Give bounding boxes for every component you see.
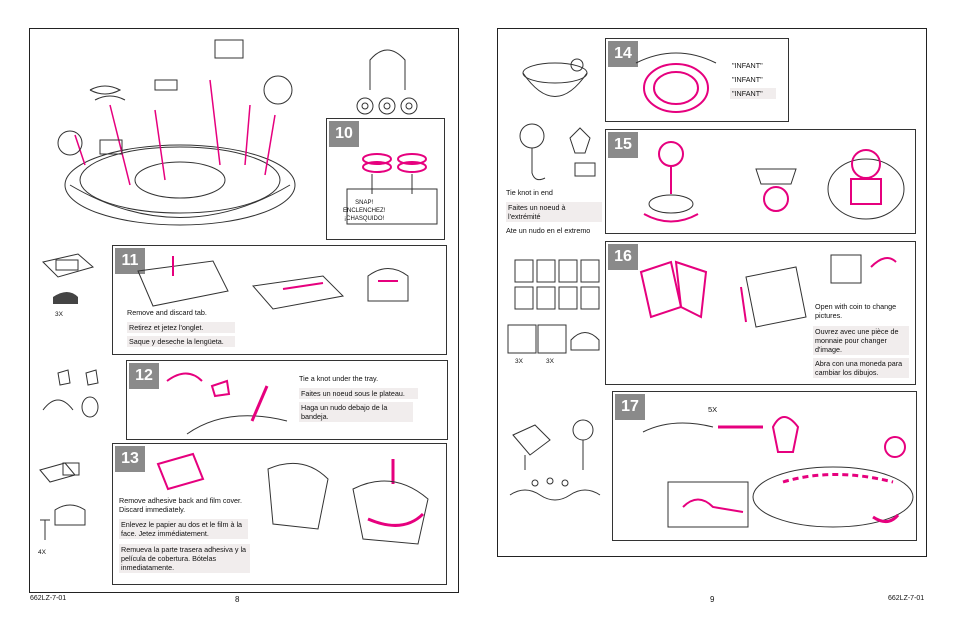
step-13-text-es: Remueva la parte trasera adhesiva y la p… xyxy=(119,544,250,573)
step-number: 14 xyxy=(608,41,638,67)
step-17-panel: 17 5X xyxy=(612,391,917,541)
left-page-number: 8 xyxy=(235,595,240,604)
knot-text-es: Ate un nudo en el extremo xyxy=(506,226,591,235)
knot-text-fr: Faites un noeud à l'extrémité xyxy=(506,202,602,222)
step-14-panel: 14 "INFANT" "INFANT" "INFANT" xyxy=(605,38,789,122)
snap-callout-en: SNAP! xyxy=(355,200,374,206)
qty-3x-a-label: 3X xyxy=(515,358,523,365)
step-12-panel: 12 Tie a knot under the tray. Faites un … xyxy=(126,360,448,440)
step-11-illustration xyxy=(137,256,409,310)
snap-callout-es: ¡CHASQUIDO! xyxy=(344,216,385,222)
picture-cards-illustration xyxy=(507,259,600,354)
right-page-number: 9 xyxy=(710,595,715,604)
step-12-parts-illustration xyxy=(42,369,99,418)
knot-text-en: Tie knot in end xyxy=(506,188,553,197)
step-17-parts-illustration xyxy=(509,419,601,501)
step-13-text-en: Remove adhesive back and film cover. Dis… xyxy=(119,496,243,514)
qty-5x-label: 5X xyxy=(708,405,718,414)
step-14-illustration xyxy=(635,52,717,113)
step-15-panel: 15 xyxy=(605,129,916,234)
step-number: 13 xyxy=(115,446,145,472)
step-11-text-es: Saque y deseche la lengüeta. xyxy=(127,336,235,347)
bowl-illustration xyxy=(522,58,588,97)
snap-callout: SNAP! ENCLENCHEZ! ¡CHASQUIDO! xyxy=(343,199,385,223)
step-12-text-en: Tie a knot under the tray. xyxy=(299,374,379,383)
step-13-parts-illustration xyxy=(39,462,86,540)
step-16-text-en: Open with coin to change pictures. xyxy=(815,302,897,320)
step-17-illustration xyxy=(642,416,914,528)
step-12-text-fr: Faites un noeud sous le plateau. xyxy=(299,388,418,399)
step-12-illustration xyxy=(166,372,288,435)
qty-3x-label: 3X xyxy=(55,311,63,318)
snap-callout-fr: ENCLENCHEZ! xyxy=(343,208,386,214)
step-number: 15 xyxy=(608,132,638,158)
step-number: 12 xyxy=(129,363,159,389)
step-11-text-fr: Retirez et jetez l'onglet. xyxy=(127,322,235,333)
caterpillar-toy-illustration xyxy=(519,123,596,181)
toy-overview-illustration xyxy=(57,39,296,226)
qty-4x-label: 4X xyxy=(38,549,46,556)
step-number: 17 xyxy=(615,394,645,420)
infant-label-3: "INFANT" xyxy=(730,88,776,99)
coin-detail-illustration xyxy=(830,254,897,284)
step-16-panel: 16 Open with coin to change pictures. Ou… xyxy=(605,241,916,385)
right-footer-code: 662LZ-7-01 xyxy=(888,595,925,602)
step-13-text-fr: Enlevez le papier au dos et le film à la… xyxy=(119,519,248,539)
left-footer-code: 662LZ-7-01 xyxy=(30,595,67,602)
step-number: 11 xyxy=(115,248,145,274)
step-10-snap-illustration xyxy=(346,153,438,225)
tray-part-illustration xyxy=(42,253,95,304)
u-bolt-washers-illustration xyxy=(356,49,418,115)
infant-label-2: "INFANT" xyxy=(732,75,763,84)
infant-label-1: "INFANT" xyxy=(732,61,763,70)
step-16-illustration xyxy=(639,260,807,328)
step-16-text-fr: Ouvrez avec une pièce de monnaie pour ch… xyxy=(813,326,909,355)
step-number: 16 xyxy=(608,244,638,270)
step-number: 10 xyxy=(329,121,359,147)
step-13-panel: 13 Remove adhesive back and film cover. … xyxy=(112,443,447,585)
step-11-text-en: Remove and discard tab. xyxy=(127,308,207,317)
step-12-text-es: Haga un nudo debajo de la bandeja. xyxy=(299,402,413,422)
step-13-illustration xyxy=(156,452,429,545)
step-11-panel: 11 Remove and discard tab. Retirez et je… xyxy=(112,245,447,355)
step-10-panel: 10 SNAP! ENCLENCHEZ! ¡CHASQUIDO! xyxy=(326,118,445,240)
step-16-text-es: Abra con una moneda para cambiar los dib… xyxy=(813,358,909,378)
step-15-illustration xyxy=(643,141,905,223)
qty-3x-b-label: 3X xyxy=(546,358,554,365)
